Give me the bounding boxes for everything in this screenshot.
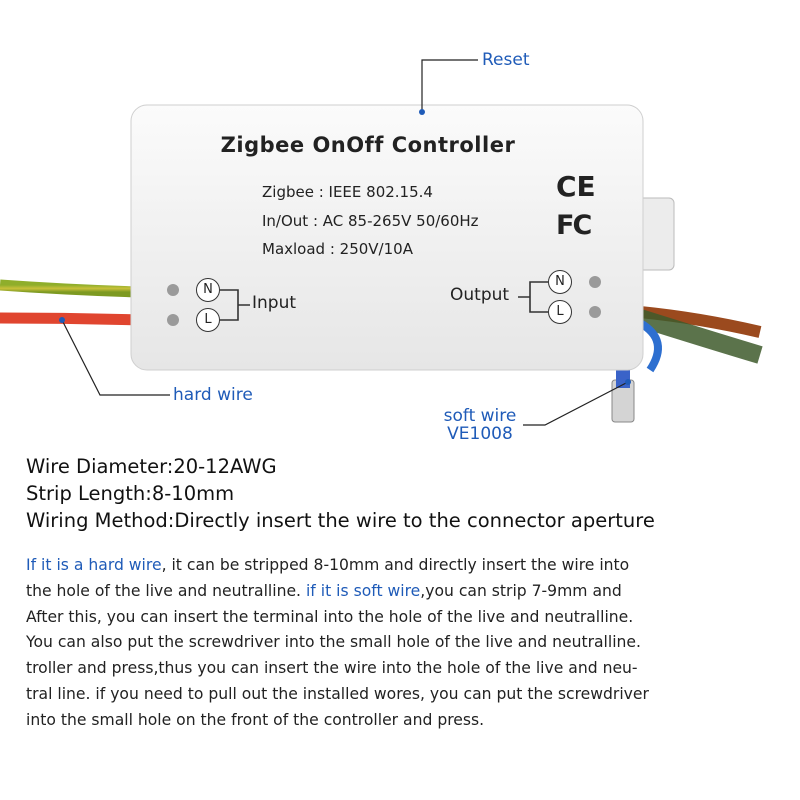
green-wire <box>637 309 763 364</box>
soft-wire-highlight: if it is soft wire <box>305 581 421 600</box>
ferrule-terminal <box>611 370 635 423</box>
spec-maxload: Maxload : 250V/10A <box>262 240 413 258</box>
fcc-mark-icon: FC <box>556 210 592 241</box>
strip-length: Strip Length:8-10mm <box>26 482 235 505</box>
ce-mark-icon: CE <box>556 170 596 203</box>
paragraph-line: After this, you can insert the terminal … <box>26 607 634 626</box>
device-title: Zigbee OnOff Controller <box>220 133 516 157</box>
wire-specifications: Wire Diameter:20-12AWG Strip Length:8-10… <box>26 453 655 534</box>
hard-wire-red <box>0 312 141 326</box>
soft-wire-callout: soft wire VE1008 <box>430 407 530 443</box>
input-hole-n <box>167 284 179 296</box>
soft-wire-label: soft wire <box>443 406 517 426</box>
hard-wire-callout: hard wire <box>173 385 253 405</box>
input-hole-l <box>167 314 179 326</box>
paragraph-line: the hole of the live and neutralline. if… <box>26 581 622 600</box>
wire-diameter: Wire Diameter:20-12AWG <box>26 455 277 478</box>
input-terminal-l: L <box>196 308 220 332</box>
device-illustration <box>0 59 763 426</box>
reset-leader <box>421 59 478 112</box>
output-terminal-n: N <box>548 270 572 294</box>
product-figure: Zigbee OnOff Controller Zigbee : IEEE 80… <box>0 50 763 443</box>
paragraph-line: If it is a hard wire, it can be stripped… <box>26 556 630 574</box>
wiring-method: Wiring Method:Directly insert the wire t… <box>26 509 655 532</box>
hard-wire-leader <box>61 319 170 396</box>
soft-wire-model: VE1008 <box>447 424 513 444</box>
paragraph-line: You can also put the screwdriver into th… <box>26 633 641 652</box>
blue-wire <box>637 319 662 373</box>
paragraph-line: troller and press,thus you can insert th… <box>26 659 638 678</box>
input-label: Input <box>252 293 297 313</box>
spec-protocol: Zigbee : IEEE 802.15.4 <box>262 183 433 201</box>
reset-callout: Reset <box>482 50 530 70</box>
output-label: Output <box>450 285 510 305</box>
hard-wire-highlight: If it is a hard wire <box>26 556 162 574</box>
output-terminal-l: L <box>548 300 572 324</box>
spec-voltage: In/Out : AC 85-265V 50/60Hz <box>262 212 479 230</box>
paragraph-line: into the small hole on the front of the … <box>26 710 485 729</box>
output-hole-n <box>589 276 601 288</box>
paragraph-line: tral line. if you need to pull out the i… <box>26 684 649 703</box>
input-terminal-n: N <box>196 278 220 302</box>
instructions-paragraph: If it is a hard wire, it can be stripped… <box>26 553 786 734</box>
output-hole-l <box>589 306 601 318</box>
ground-wire <box>0 279 141 298</box>
controller-body <box>130 104 644 371</box>
soft-wire-leader <box>523 381 629 426</box>
